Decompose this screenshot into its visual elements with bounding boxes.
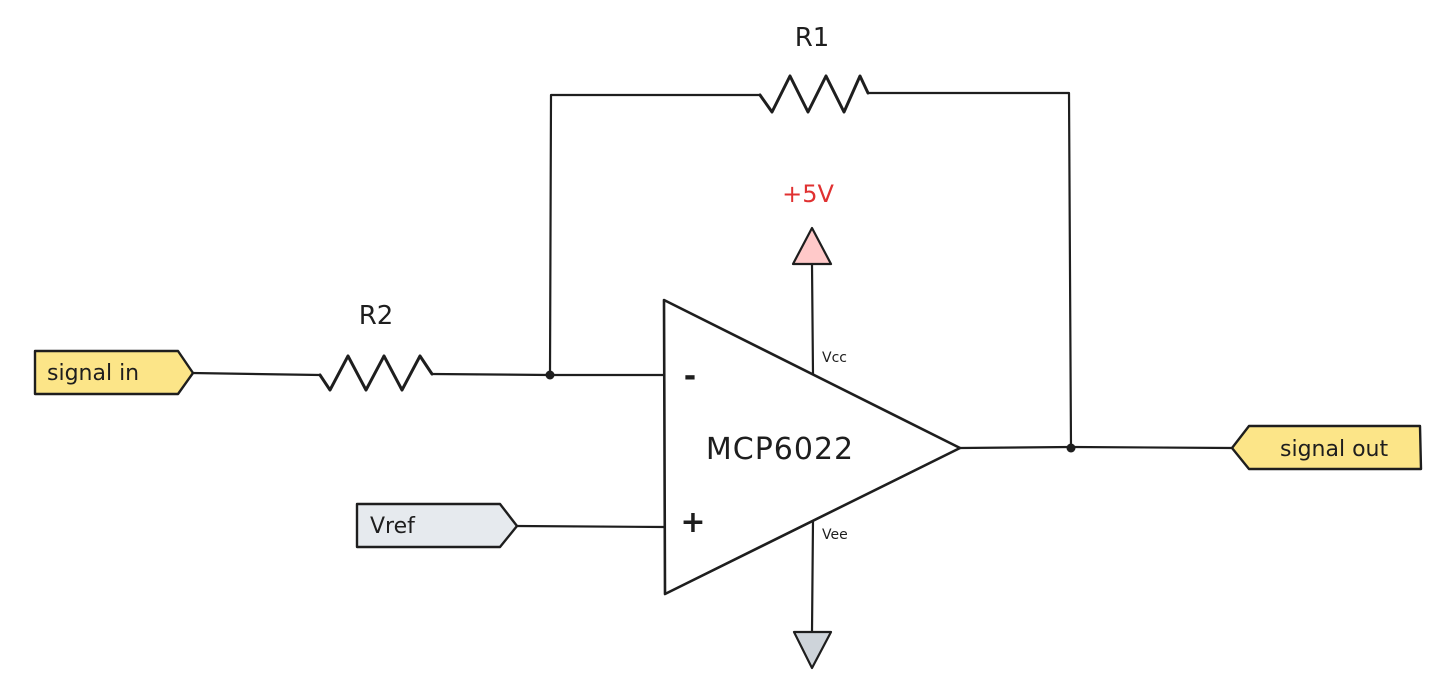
resistor-r2-label: R2 bbox=[359, 301, 394, 331]
wire-vee bbox=[810, 518, 815, 634]
port-signal-in-label: signal in bbox=[47, 361, 139, 386]
port-signal-in: signal in bbox=[33, 349, 195, 396]
vcc-pin-label: Vcc bbox=[822, 350, 847, 366]
junction-inverting-node bbox=[545, 370, 555, 380]
port-signal-out-shape bbox=[1230, 424, 1423, 471]
ground-triangle-icon bbox=[792, 630, 833, 670]
wire-input-to-r2 bbox=[190, 371, 322, 377]
power-arrow-icon bbox=[791, 226, 833, 266]
port-signal-out-label: signal out bbox=[1280, 437, 1388, 462]
wire-feedback-right bbox=[866, 91, 1073, 450]
junction-output-node bbox=[1066, 443, 1076, 453]
resistor-r2 bbox=[318, 354, 434, 392]
supply-voltage-label: +5V bbox=[782, 180, 834, 208]
resistor-r1-label: R1 bbox=[795, 23, 830, 53]
inverting-input-sign: - bbox=[684, 359, 696, 394]
opamp-part-name: MCP6022 bbox=[706, 432, 854, 467]
wire-output bbox=[958, 445, 1234, 450]
noninverting-input-sign: + bbox=[680, 505, 705, 540]
resistor-r1 bbox=[758, 74, 870, 114]
port-vref-shape bbox=[355, 502, 519, 549]
opamp-triangle bbox=[662, 298, 962, 596]
wire-vref-to-noninverting-input bbox=[514, 524, 666, 529]
port-signal-in-shape bbox=[33, 349, 195, 396]
vee-pin-label: Vee bbox=[822, 527, 848, 543]
port-vref: Vref bbox=[355, 502, 519, 549]
port-vref-label: Vref bbox=[370, 514, 416, 539]
wire-vcc bbox=[810, 262, 815, 377]
resistor-r1-zigzag bbox=[758, 74, 870, 114]
wire-feedback-left bbox=[548, 93, 762, 377]
resistor-r2-zigzag bbox=[318, 354, 434, 392]
port-signal-out: signal out bbox=[1230, 424, 1423, 471]
